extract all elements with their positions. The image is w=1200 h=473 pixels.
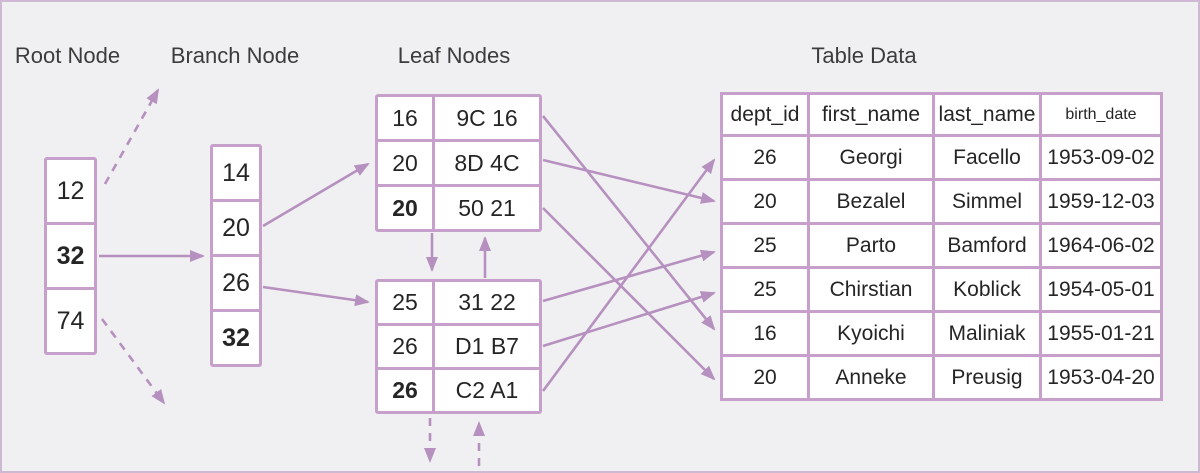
root-node-heading: Root Node [14,43,121,68]
table-header-row: dept_id first_name last_name birth_date [720,92,1163,137]
cell-last-name: Maliniak [932,310,1042,357]
leaf-entry: 20 50 21 [378,184,539,229]
leaf-rowid: 8D 4C [454,149,520,176]
branch-node: 14 20 26 32 [210,144,262,367]
leaf-rowid: 50 21 [458,194,516,221]
leaf-key: 16 [378,97,435,139]
table-row: 20 Bezalel Simmel 1959-12-03 [720,178,1163,225]
root-cell: 74 [47,287,94,352]
table-row: 20 Anneke Preusig 1953-04-20 [720,354,1163,401]
cell-first-name: Kyoichi [807,310,935,357]
leaf-entry: 25 31 22 [378,282,539,323]
cell-first-name: Parto [807,222,935,269]
cell-birth-date: 1954-05-01 [1039,266,1163,313]
leaf-rowid: C2 A1 [455,377,519,403]
cell-last-name: Facello [932,134,1042,181]
branch-cell: 14 [222,158,250,187]
arrow-branch20-to-leaf1 [262,162,370,228]
cell-last-name: Simmel [932,178,1042,225]
leaf-rowid: 9C 16 [456,104,518,131]
cell-last-name: Koblick [932,266,1042,313]
leaf-node-2: 25 31 22 26 D1 B7 26 C2 A1 [375,279,542,414]
leaf-entry: 26 C2 A1 [378,367,539,411]
leaf-key: 26 [378,326,435,367]
cell-dept-id: 26 [720,134,810,181]
arrow-leaf1r2-to-bezalel [542,158,716,204]
root-cell: 32 [47,222,94,287]
leaf-entry: 20 8D 4C [378,139,539,184]
branch-node-heading: Branch Node [170,43,300,68]
leaf-entry: 16 9C 16 [378,97,539,139]
branch-cell: 20 [213,199,259,254]
table-row: 25 Chirstian Koblick 1954-05-01 [720,266,1163,313]
column-header: birth_date [1039,92,1163,137]
arrow-leaf2r1-to-parto [542,249,716,303]
cell-dept-id: 25 [720,266,810,313]
leaf-key: 25 [378,282,435,323]
root-cell: 12 [56,176,85,205]
column-header: last_name [932,92,1042,137]
arrow-leaf2r2-to-chirstian [542,291,716,348]
leaf-entry: 26 D1 B7 [378,323,539,367]
dashed-arrow-root74-down [100,318,166,405]
table-row: 16 Kyoichi Maliniak 1955-01-21 [720,310,1163,357]
leaf-nodes-heading: Leaf Nodes [397,43,511,68]
cell-birth-date: 1959-12-03 [1039,178,1163,225]
table-data-heading: Table Data [811,43,917,68]
table-row: 25 Parto Bamford 1964-06-02 [720,222,1163,269]
column-header: first_name [807,92,935,137]
cell-dept-id: 20 [720,354,810,401]
cell-last-name: Preusig [932,354,1042,401]
root-node: 12 32 74 [44,157,97,355]
data-table: dept_id first_name last_name birth_date … [720,92,1163,401]
arrow-leaf1r1-to-kyoichi [541,115,716,331]
cell-last-name: Bamford [932,222,1042,269]
table-row: 26 Georgi Facello 1953-09-02 [720,134,1163,181]
leaf-key: 26 [378,370,435,411]
leaf-rowid: D1 B7 [455,333,519,359]
cell-first-name: Anneke [807,354,935,401]
cell-dept-id: 20 [720,178,810,225]
cell-birth-date: 1964-06-02 [1039,222,1163,269]
leaf-key: 20 [378,142,435,184]
dashed-arrow-root12-up [103,88,160,185]
cell-first-name: Bezalel [807,178,935,225]
cell-birth-date: 1953-04-20 [1039,354,1163,401]
branch-cell: 32 [213,309,259,364]
cell-birth-date: 1953-09-02 [1039,134,1163,181]
branch-cell: 26 [213,254,259,309]
leaf-rowid: 31 22 [458,289,516,315]
arrow-branch26-to-leaf2 [262,285,370,307]
cell-dept-id: 16 [720,310,810,357]
arrow-leaf2r3-to-georgi [541,158,716,392]
leaf-key: 20 [378,187,435,229]
cell-dept-id: 25 [720,222,810,269]
leaf-node-1: 16 9C 16 20 8D 4C 20 50 21 [375,94,542,232]
cell-birth-date: 1955-01-21 [1039,310,1163,357]
column-header: dept_id [720,92,810,137]
cell-first-name: Chirstian [807,266,935,313]
arrow-leaf1r3-to-anneke [542,207,716,381]
cell-first-name: Georgi [807,134,935,181]
